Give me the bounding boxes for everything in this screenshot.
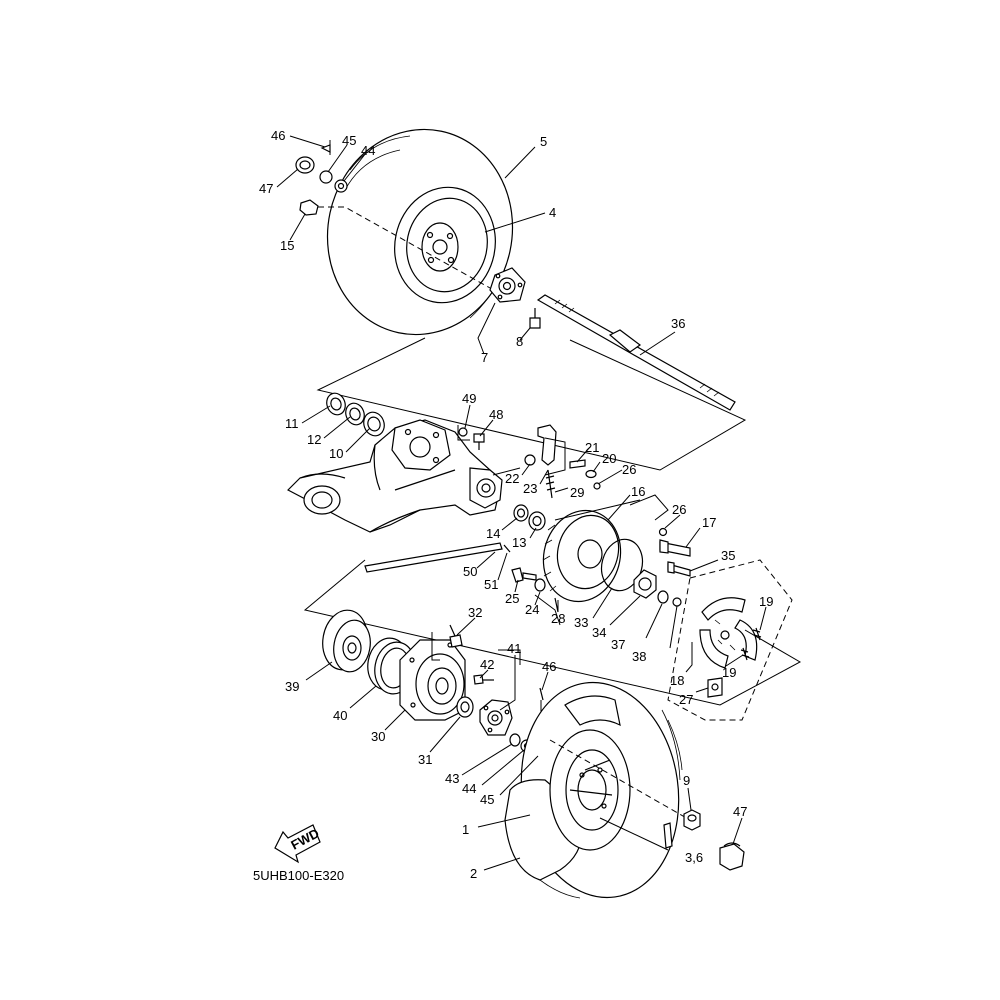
- callout-51: 51: [484, 577, 498, 592]
- callout-9: 9: [683, 773, 690, 788]
- callout-38: 38: [632, 649, 646, 664]
- callout-42: 42: [480, 657, 494, 672]
- callout-28: 28: [551, 611, 565, 626]
- hub-41: [479, 699, 513, 736]
- callout-29: 29: [570, 485, 584, 500]
- callout-30: 30: [371, 729, 385, 744]
- callout-7: 7: [481, 350, 488, 365]
- valve-stem: [663, 822, 673, 849]
- callout-47: 47: [259, 181, 273, 196]
- callout-13: 13: [512, 535, 526, 550]
- bearing-14: [513, 504, 529, 522]
- washer-31: [456, 696, 474, 718]
- cam-shaft-parts: [633, 569, 682, 607]
- callout-44b: 44: [462, 781, 476, 796]
- callout-43: 43: [445, 771, 459, 786]
- cotter-pin-46: [539, 687, 544, 701]
- rod-50: [364, 542, 511, 573]
- lower-rim: [504, 695, 631, 881]
- callout-15: 15: [280, 238, 294, 253]
- callout-40: 40: [333, 708, 347, 723]
- plate-27: [707, 677, 723, 698]
- brake-drum-cover-39: [322, 609, 371, 673]
- callout-48: 48: [489, 407, 503, 422]
- callout-34: 34: [592, 625, 606, 640]
- bolt-35: [667, 561, 691, 577]
- callout-27: 27: [679, 692, 693, 707]
- callout-39: 39: [285, 679, 299, 694]
- callout-26b: 26: [672, 502, 686, 517]
- upper-tire: [326, 128, 514, 336]
- upper-small-fasteners: [295, 144, 348, 216]
- callout-33: 33: [574, 615, 588, 630]
- bolt-25-and-nut-24: [511, 567, 559, 613]
- callout-31: 31: [418, 752, 432, 767]
- callout-5: 5: [540, 134, 547, 149]
- brake-cam-lever: [524, 424, 601, 499]
- brake-panel: [542, 509, 622, 603]
- callout-25: 25: [505, 591, 519, 606]
- bolt-48: [473, 433, 485, 450]
- callout-labels: 46 45 44 47 15 5 4 7 8 36 11 12 10 49 48…: [259, 128, 773, 881]
- swingarm-and-final-gear: [286, 419, 503, 533]
- callout-4: 4: [549, 205, 556, 220]
- callout-35: 35: [721, 548, 735, 563]
- callout-49: 49: [462, 391, 476, 406]
- callout-37: 37: [611, 637, 625, 652]
- callout-19a: 19: [759, 594, 773, 609]
- callout-24: 24: [525, 602, 539, 617]
- callout-36: 36: [671, 316, 685, 331]
- seals-and-bearings: [326, 392, 385, 437]
- bolt-17: [659, 539, 691, 557]
- callout-45: 45: [342, 133, 356, 148]
- callout-10: 10: [329, 446, 343, 461]
- callout-19b: 19: [722, 665, 736, 680]
- callout-32: 32: [468, 605, 482, 620]
- callout-14: 14: [486, 526, 500, 541]
- callout-44: 44: [361, 143, 375, 158]
- callout-46b: 46: [542, 659, 556, 674]
- callout-11: 11: [285, 416, 299, 431]
- callout-23: 23: [523, 481, 537, 496]
- callout-16: 16: [631, 484, 645, 499]
- callout-45b: 45: [480, 792, 494, 807]
- cap-nut-47: [719, 842, 745, 871]
- rear-axle-shaft: [536, 294, 736, 411]
- callout-47b: 47: [733, 804, 747, 819]
- washer-43: [509, 733, 521, 747]
- o-ring-33: [600, 538, 644, 592]
- bolt-42: [473, 674, 494, 685]
- callout-41: 41: [507, 641, 521, 656]
- callout-17: 17: [702, 515, 716, 530]
- callout-3-6: 3,6: [685, 850, 703, 865]
- brake-shoes: [699, 597, 758, 669]
- leader-lines: [276, 135, 767, 871]
- callout-18: 18: [670, 673, 684, 688]
- o-ring-26: [658, 527, 668, 537]
- washer-49: [458, 427, 468, 437]
- callout-46: 46: [271, 128, 285, 143]
- bearing-13: [528, 511, 546, 531]
- callout-12: 12: [307, 432, 321, 447]
- callout-26: 26: [622, 462, 636, 477]
- callout-50: 50: [463, 564, 477, 579]
- brake-shoe-group-outline: [667, 559, 793, 721]
- callout-1: 1: [462, 822, 469, 837]
- diagram-code: 5UHB100-E320: [253, 868, 344, 883]
- bolt-32: [449, 624, 463, 648]
- fwd-direction-arrow: FWD: [274, 824, 322, 864]
- callout-8: 8: [516, 334, 523, 349]
- callout-2: 2: [470, 866, 477, 881]
- callout-21: 21: [585, 440, 599, 455]
- lug-nut-9: [683, 809, 701, 831]
- upper-hub: [489, 267, 541, 329]
- lower-centerline: [549, 739, 691, 821]
- callout-20: 20: [602, 451, 616, 466]
- callout-22: 22: [505, 471, 519, 486]
